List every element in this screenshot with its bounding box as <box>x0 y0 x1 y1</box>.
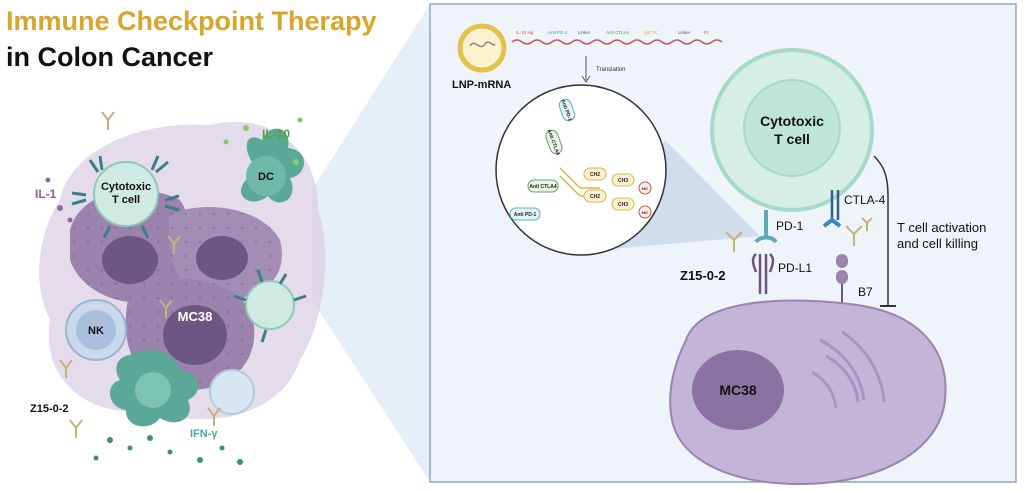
pd1-receptor: PD-1 <box>754 210 804 244</box>
zoom-wedge <box>312 4 430 482</box>
tumor-nucleus-2 <box>196 236 248 280</box>
mrna-label-5: Linker <box>678 30 691 35</box>
pd1-label: PD-1 <box>776 219 804 233</box>
cytokine-dots <box>93 435 243 465</box>
left-tcell-2-receptors <box>233 269 307 343</box>
antibody-detail: Anti PD-1 Anti CTLA4 Anti CTLA4 Anti PD-… <box>495 84 667 256</box>
tumor-nucleus-1 <box>102 236 158 284</box>
mrna-label-1: Anti PD-1 <box>548 30 568 35</box>
left-tcell-label-1: Cytotoxic <box>101 181 151 193</box>
mrna-strand <box>511 39 723 45</box>
left-il1-label: IL-1 <box>35 187 57 201</box>
tumor-microenvironment: MC38 NK Cytotoxic T cell DC IL-10 <box>30 111 326 465</box>
right-tcell: Cytotoxic T cell <box>710 48 874 212</box>
macrophage-body <box>135 372 171 408</box>
mrna-segment-labels: IL-10 sig Anti PD-1 Linker Anti CTLA4 Ig… <box>516 30 710 35</box>
lnp-label: LNP-mRNA <box>452 79 511 91</box>
lnp-particle: LNP-mRNA <box>452 23 511 91</box>
left-mc38-label: MC38 <box>178 309 213 324</box>
hc-a: HC <box>642 186 648 191</box>
right-z15-label: Z15-0-2 <box>680 268 726 283</box>
hc-b: HC <box>642 210 648 215</box>
il1-dots <box>45 177 73 223</box>
ctla4-receptor: CTLA-4 <box>822 190 886 228</box>
anti-ctla4-left: Anti CTLA4 <box>529 184 556 190</box>
activation-inhibitor: T cell activation and cell killing <box>873 155 986 307</box>
mrna-label-3: Anti CTLA4 <box>606 30 630 35</box>
left-tcell-receptors <box>71 155 180 239</box>
activation-label-1: T cell activation <box>897 220 986 235</box>
title: Immune Checkpoint Therapy in Colon Cance… <box>6 6 377 72</box>
title-line-1: Immune Checkpoint Therapy <box>6 6 377 36</box>
left-dc-label: DC <box>258 171 274 183</box>
ifn-cell <box>209 369 255 415</box>
mrna-label-0: IL-10 sig <box>516 30 534 35</box>
right-tcell-label-2: T cell <box>774 131 810 147</box>
dc-body <box>246 156 286 196</box>
ch3-b: CH3 <box>618 202 628 208</box>
anti-pd1-bottom: Anti PD-1 <box>514 212 537 218</box>
b7-label: B7 <box>858 285 873 299</box>
mrna-label-4: IgG Fc <box>644 30 658 35</box>
left-tcell-2 <box>245 280 295 330</box>
right-antibodies <box>725 217 873 252</box>
title-line-2: in Colon Cancer <box>6 42 214 72</box>
left-tcell-label-2: T cell <box>112 194 140 206</box>
mrna-label-2: Linker <box>578 30 591 35</box>
nk-nucleus <box>76 310 116 350</box>
right-mc38-label: MC38 <box>719 382 757 398</box>
mc38-nucleus <box>692 350 784 430</box>
translation-label: Translation <box>596 67 625 73</box>
translation-arrow: Translation <box>581 56 625 83</box>
left-nk-label: NK <box>88 325 104 337</box>
activation-label-2: and cell killing <box>897 236 978 251</box>
right-mc38-cell: MC38 <box>669 299 947 486</box>
left-il10-label: IL-10 <box>262 127 290 141</box>
b7-ligand: B7 <box>836 254 873 306</box>
mrna-label-6: Fc <box>704 30 710 35</box>
pdl1-label: PD-L1 <box>778 261 812 275</box>
ch2-a: CH2 <box>590 172 600 178</box>
right-tcell-label-1: Cytotoxic <box>760 113 824 129</box>
left-ifn-label: IFN-γ <box>190 428 218 440</box>
ctla4-label: CTLA-4 <box>844 193 886 207</box>
ch3-a: CH3 <box>618 178 628 184</box>
il10-dots <box>223 117 303 165</box>
left-z15-label: Z15-0-2 <box>30 403 69 415</box>
er-membranes <box>811 330 886 409</box>
pdl1-ligand: PD-L1 <box>751 253 812 294</box>
tumor-nucleus-mc38 <box>163 305 227 365</box>
ch2-b: CH2 <box>590 194 600 200</box>
left-antibodies <box>59 111 221 438</box>
left-tcell <box>93 161 159 227</box>
